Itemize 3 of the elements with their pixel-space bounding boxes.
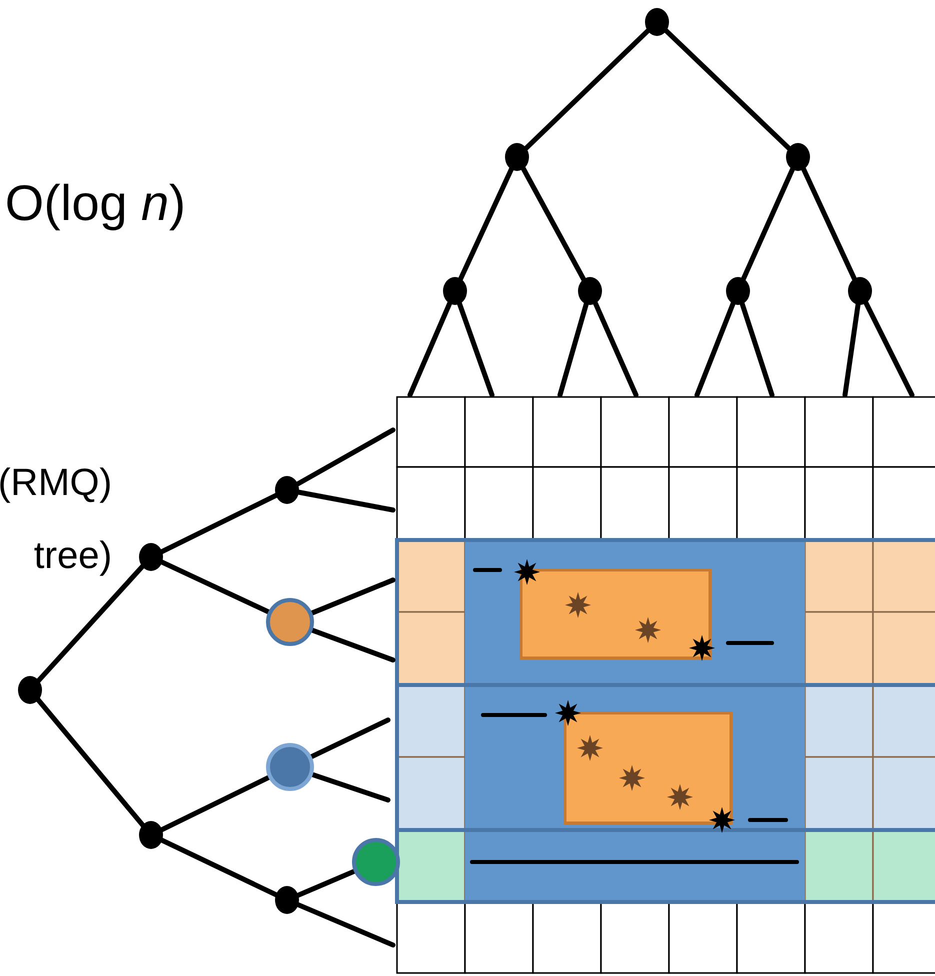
label-text: tree) (34, 537, 112, 575)
label-text: O(log n) (5, 178, 186, 228)
label-text: (RMQ) (0, 464, 112, 502)
